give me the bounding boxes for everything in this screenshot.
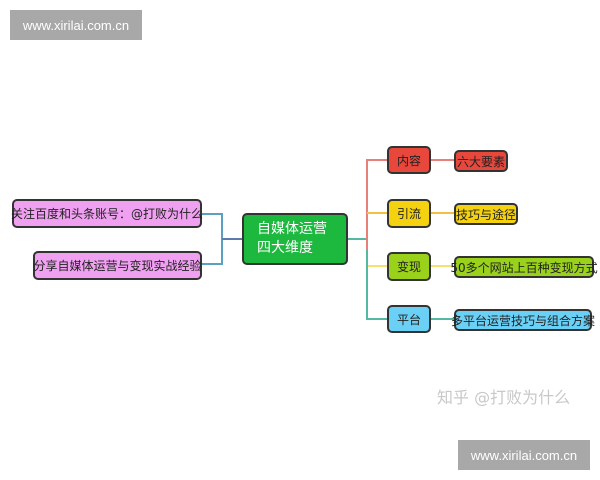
branch-line-4 xyxy=(366,250,387,320)
site-watermark-top: www.xirilai.com.cn xyxy=(10,10,142,40)
watermark-text: www.xirilai.com.cn xyxy=(470,447,578,463)
center-title-line2: 四大维度 xyxy=(257,240,313,256)
node-label: 分享自媒体运营与变现实战经验 xyxy=(33,259,202,273)
left-connector xyxy=(202,213,223,265)
zhihu-watermark: 知乎 @打败为什么 xyxy=(437,388,571,407)
leaf-node-traffic[interactable]: 技巧与途径 xyxy=(454,203,518,225)
branch-node-content[interactable]: 内容 xyxy=(387,146,431,174)
right-trunk xyxy=(366,159,387,320)
center-title-line1: 自媒体运营 xyxy=(257,221,327,237)
node-label: 引流 xyxy=(396,207,421,221)
node-label: 关注百度和头条账号：@打败为什么 xyxy=(11,207,204,221)
left-node-share[interactable]: 分享自媒体运营与变现实战经验 xyxy=(33,251,202,280)
node-label: 平台 xyxy=(396,312,421,327)
node-label: 多平台运营技巧与组合方案 xyxy=(451,313,596,328)
branch-node-platform[interactable]: 平台 xyxy=(387,305,431,333)
watermark-text: www.xirilai.com.cn xyxy=(22,17,130,33)
center-node[interactable]: 自媒体运营 四大维度 xyxy=(242,213,348,265)
leaf-node-monetize[interactable]: 50多个网站上百种变现方式 xyxy=(450,256,598,278)
node-label: 50多个网站上百种变现方式 xyxy=(450,260,598,275)
leaf-node-content[interactable]: 六大要素 xyxy=(454,150,508,172)
leaf-node-platform[interactable]: 多平台运营技巧与组合方案 xyxy=(451,309,596,331)
node-label: 内容 xyxy=(396,153,421,168)
branch-node-traffic[interactable]: 引流 xyxy=(387,199,431,228)
node-label: 六大要素 xyxy=(456,154,505,169)
node-label: 变现 xyxy=(396,260,421,274)
site-watermark-bottom: www.xirilai.com.cn xyxy=(458,440,590,470)
node-label: 技巧与途径 xyxy=(456,207,517,222)
left-node-follow[interactable]: 关注百度和头条账号：@打败为什么 xyxy=(11,199,204,228)
branch-node-monetize[interactable]: 变现 xyxy=(387,252,431,281)
